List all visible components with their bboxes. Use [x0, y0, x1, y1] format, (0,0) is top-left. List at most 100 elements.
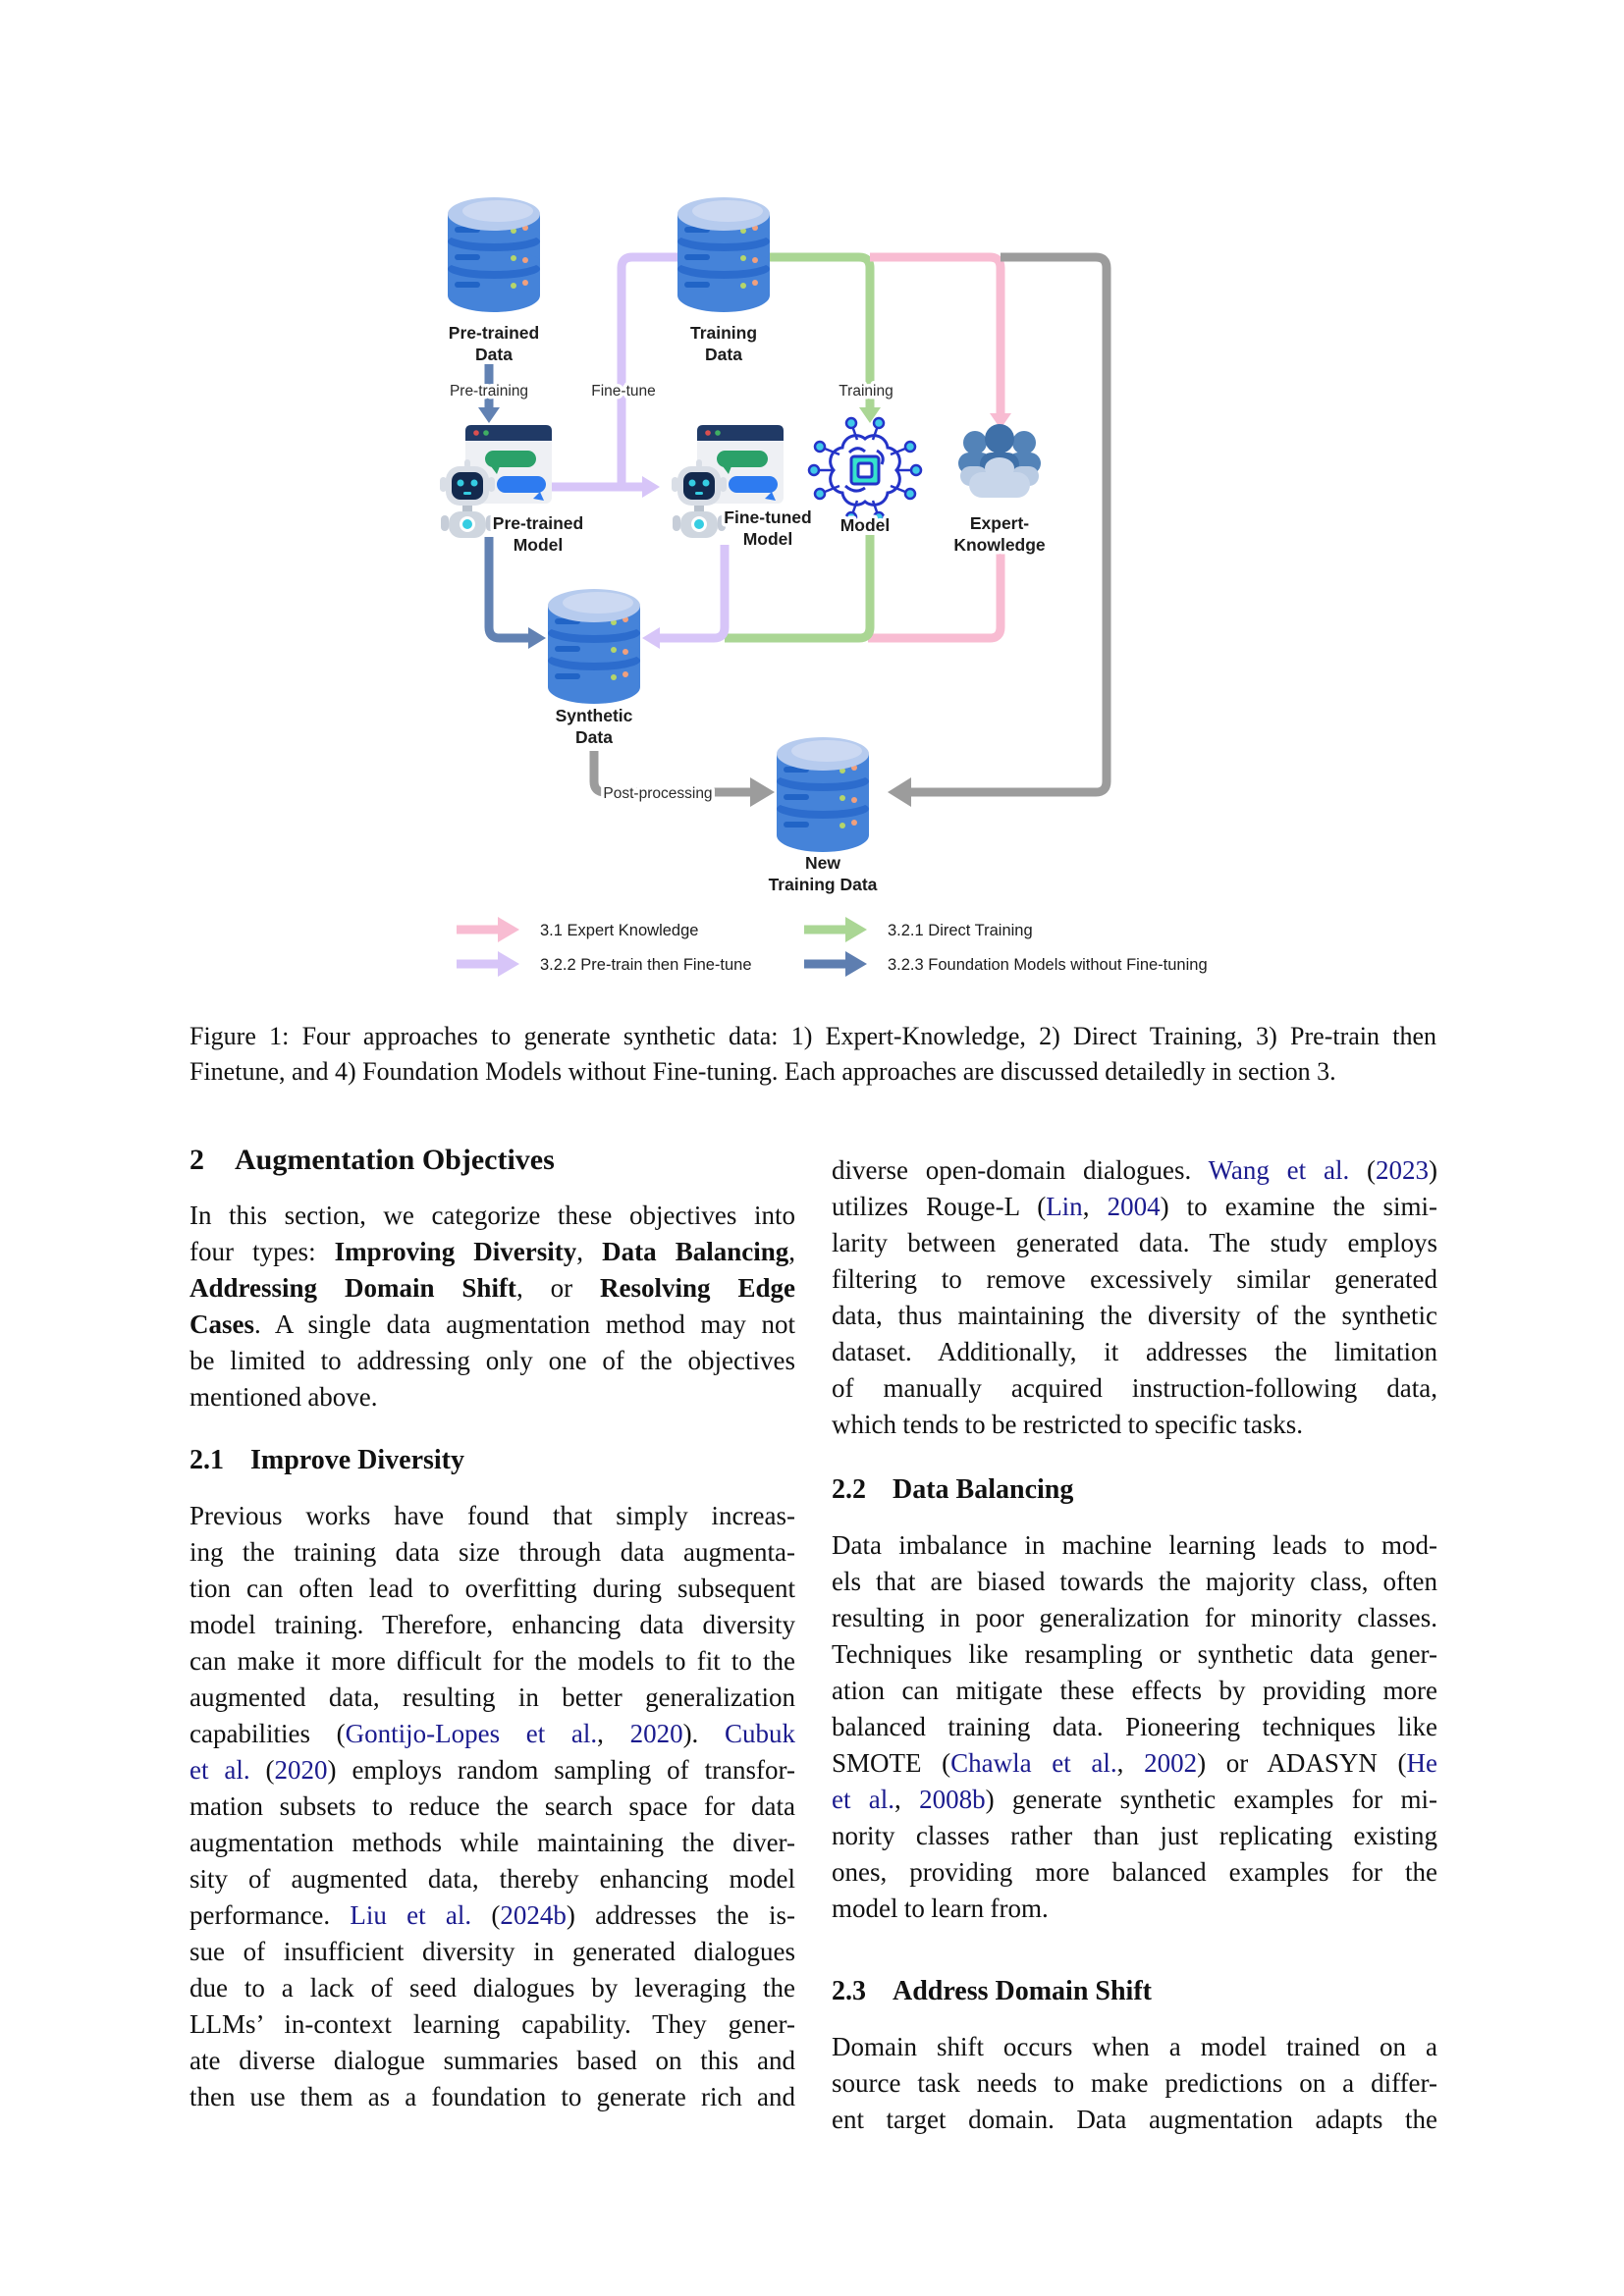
text-run: SMOTE (	[832, 1748, 951, 1778]
svg-text:Model: Model	[840, 515, 891, 535]
route-foundation-outer	[911, 252, 1111, 797]
text-run: Domain shift occurs when a model trained…	[832, 2032, 1437, 2061]
text-line: be limited to addressing only one of the…	[189, 1343, 795, 1379]
text-run: model to learn from.	[832, 1894, 1049, 1923]
citation-link[interactable]: 2024b	[500, 1900, 567, 1930]
text-line: due to a lack of seed dialogues by lever…	[189, 1970, 795, 2006]
pretrained-model-icon	[440, 425, 552, 538]
text-line: utilizes Rouge-L (Lin, 2004) to examine …	[832, 1189, 1437, 1225]
pretrained-data-icon	[448, 197, 540, 312]
citation-link[interactable]: 2002	[1144, 1748, 1198, 1778]
text-line: Domain shift occurs when a model trained…	[832, 2029, 1437, 2065]
svg-text:New: New	[805, 853, 840, 873]
text-run: balanced training data. Pioneering techn…	[832, 1712, 1437, 1741]
text-run: ent target domain. Data augmentation ada…	[832, 2105, 1437, 2134]
text-line: LLMs’ in-context learning capability. Th…	[189, 2006, 795, 2043]
legend-item: 3.2.1 Direct Training	[804, 917, 1033, 942]
text-run: sue of insufficient diversity in generat…	[189, 1937, 795, 1966]
section-title: Address Domain Shift	[893, 1976, 1152, 2006]
citation-link[interactable]: He	[1406, 1748, 1437, 1778]
text-line: then use them as a foundation to generat…	[189, 2079, 795, 2115]
text-run: Data Balancing	[602, 1237, 789, 1266]
citation-link[interactable]: 2020	[274, 1755, 328, 1785]
text-run: ) generate synthetic examples for mi-	[985, 1785, 1437, 1814]
route-training	[770, 252, 875, 407]
text-line: et al. (2020) employs random sampling of…	[189, 1752, 795, 1789]
text-run: )	[1429, 1155, 1437, 1185]
text-run: Addressing Domain Shift	[189, 1273, 516, 1303]
citation-link[interactable]: 2004	[1107, 1192, 1161, 1221]
text-run: , or	[515, 1273, 601, 1303]
svg-text:3.2.2 Pre-train then Fine-tune: 3.2.2 Pre-train then Fine-tune	[540, 956, 752, 974]
citation-link[interactable]: Chawla et al.	[950, 1748, 1117, 1778]
citation-link[interactable]: Cubuk	[724, 1719, 795, 1748]
text-run: performance.	[189, 1900, 351, 1930]
svg-text:Knowledge: Knowledge	[953, 535, 1046, 555]
text-run: be limited to addressing only one of the…	[189, 1346, 795, 1375]
text-run: ation can mitigate these effects by prov…	[832, 1676, 1437, 1705]
svg-text:Training: Training	[690, 323, 757, 343]
text-line: Addressing Domain Shift, or Resolving Ed…	[189, 1270, 795, 1307]
citation-link[interactable]: Lin	[1046, 1192, 1083, 1221]
text-run: (	[249, 1755, 275, 1785]
text-run: ,	[1082, 1192, 1108, 1221]
svg-text:Training Data: Training Data	[769, 875, 878, 894]
text-run: tion can often lead to overfitting durin…	[189, 1574, 795, 1603]
text-line: of manually acquired instruction-followi…	[832, 1370, 1437, 1407]
route-to-expert	[870, 252, 1005, 413]
citation-link[interactable]: Liu et al.	[350, 1900, 472, 1930]
text-run: (	[1349, 1155, 1376, 1185]
citation-link[interactable]: 2023	[1376, 1155, 1429, 1185]
text-run: diverse open-domain dialogues.	[832, 1155, 1209, 1185]
route-pretraining-arrowhead	[478, 407, 500, 423]
text-line: tion can often lead to overfitting durin…	[189, 1571, 795, 1607]
caption-line: Finetune, and 4) Foundation Models witho…	[189, 1057, 1336, 1086]
svg-text:3.2.3 Foundation Models withou: 3.2.3 Foundation Models without Fine-tun…	[888, 956, 1208, 974]
text-run: can make it more difficult for the model…	[189, 1646, 795, 1676]
text-line: Techniques like resampling or synthetic …	[832, 1636, 1437, 1673]
model-label: Model	[837, 512, 893, 539]
route-pretrained-to-finetuned-arrowhead	[642, 476, 660, 498]
text-run: els that are biased towards the majority…	[832, 1567, 1437, 1596]
column-right: diverse open-domain dialogues. Wang et a…	[832, 1152, 1437, 2138]
svg-text:Pre-trained: Pre-trained	[493, 513, 583, 533]
text-line: data, thus maintaining the diversity of …	[832, 1298, 1437, 1334]
edge-label-finetune: Fine-tune	[591, 383, 655, 400]
text-run: ing the training data size through data …	[189, 1537, 795, 1567]
text-line: four types: Improving Diversity, Data Ba…	[189, 1234, 795, 1270]
route-finetuned-to-synthetic-arrowhead	[642, 627, 660, 649]
text-run: mentioned above.	[189, 1382, 378, 1412]
legend-item: 3.1 Expert Knowledge	[457, 917, 698, 942]
text-run: Techniques like resampling or synthetic …	[832, 1639, 1437, 1669]
text-line: performance. Liu et al. (2024b) addresse…	[189, 1897, 795, 1934]
citation-link[interactable]: et al.	[189, 1755, 250, 1785]
citation-link[interactable]: 2008b	[919, 1785, 986, 1814]
text-line: et al., 2008b) generate synthetic exampl…	[832, 1782, 1437, 1818]
citation-link[interactable]: Gontijo-Lopes et al.	[345, 1719, 598, 1748]
text-run: Resolving Edge	[600, 1273, 795, 1303]
svg-text:3.1 Expert Knowledge: 3.1 Expert Knowledge	[540, 922, 698, 939]
text-line: augmented data, resulting in better gene…	[189, 1680, 795, 1716]
citation-link[interactable]: 2020	[629, 1719, 683, 1748]
route-expert-to-synthetic	[868, 553, 1005, 643]
text-run: dataset. Additionally, it addresses the …	[832, 1337, 1437, 1366]
text-line: ation can mitigate these effects by prov…	[832, 1673, 1437, 1709]
text-line: can make it more difficult for the model…	[189, 1643, 795, 1680]
edge-label-training: Training	[839, 383, 893, 400]
text-run: filtering to remove excessively similar …	[832, 1264, 1437, 1294]
citation-link[interactable]: et al.	[832, 1785, 895, 1814]
text-line: ing the training data size through data …	[189, 1534, 795, 1571]
section-number: 2.2	[832, 1474, 866, 1505]
text-run: ,	[576, 1237, 603, 1266]
text-run: resulting in poor generalization for min…	[832, 1603, 1437, 1632]
text-line: dataset. Additionally, it addresses the …	[832, 1334, 1437, 1370]
text-line: filtering to remove excessively similar …	[832, 1261, 1437, 1298]
citation-link[interactable]: Wang et al.	[1208, 1155, 1350, 1185]
paragraph: Data imbalance in machine learning leads…	[832, 1527, 1437, 1927]
